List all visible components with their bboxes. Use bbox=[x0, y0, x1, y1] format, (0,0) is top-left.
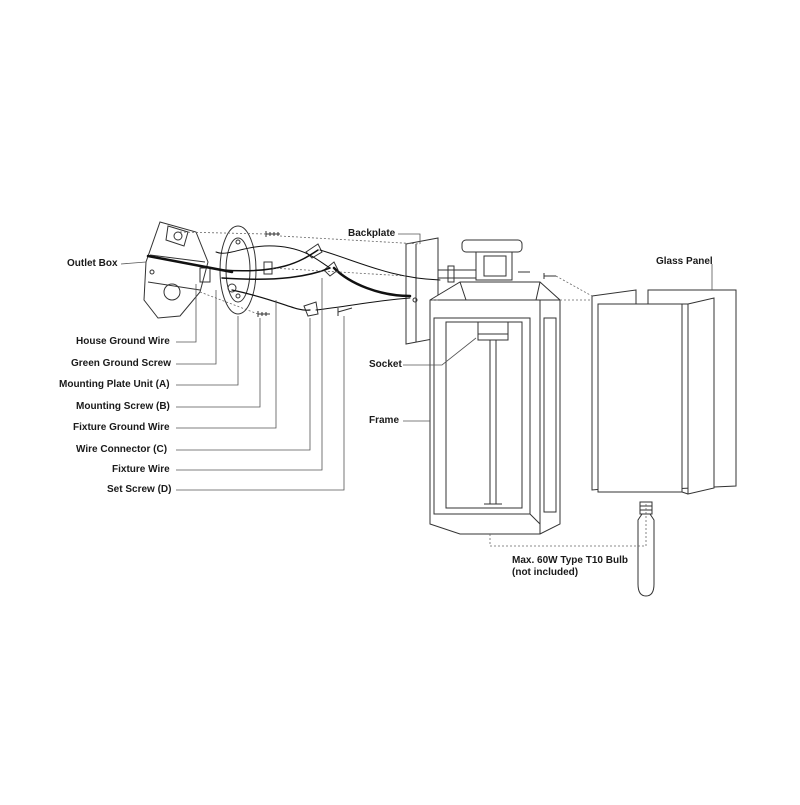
set-screw bbox=[337, 307, 353, 316]
wires bbox=[146, 245, 441, 311]
label-frame: Frame bbox=[369, 415, 400, 426]
label-fixture-ground-wire: Fixture Ground Wire bbox=[73, 422, 170, 433]
fixture-wire-white bbox=[319, 249, 441, 281]
wire-connector-2 bbox=[323, 261, 339, 277]
wire-lead-2 bbox=[221, 267, 331, 280]
label-fixture-wire: Fixture Wire bbox=[112, 464, 170, 475]
alignment-lines bbox=[179, 231, 647, 547]
label-glass-panel: Glass Panel bbox=[656, 256, 713, 267]
outlet-wire-loop bbox=[215, 245, 331, 269]
wire-connector-3 bbox=[303, 301, 319, 317]
house-wire-black bbox=[146, 254, 234, 274]
label-house-ground-wire: House Ground Wire bbox=[76, 336, 170, 347]
label-green-ground-screw: Green Ground Screw bbox=[71, 358, 172, 369]
glass-panel-assembly bbox=[591, 289, 737, 495]
label-set-screw: Set Screw (D) bbox=[107, 484, 172, 495]
wire-connector-1 bbox=[305, 243, 323, 259]
label-backplate: Backplate bbox=[348, 228, 396, 239]
wire-lead-1 bbox=[221, 249, 319, 272]
label-bulb-line2: (not included) bbox=[512, 567, 579, 578]
mounting-screw-bottom bbox=[257, 311, 270, 317]
label-bulb-line1: Max. 60W Type T10 Bulb bbox=[512, 555, 628, 566]
fixture-ground-wire-path bbox=[315, 297, 411, 311]
socket bbox=[477, 321, 509, 505]
fixture-wire-black bbox=[332, 266, 412, 298]
label-socket: Socket bbox=[369, 359, 402, 370]
lantern-frame bbox=[429, 281, 561, 535]
label-mounting-screw: Mounting Screw (B) bbox=[76, 401, 170, 412]
leader-lines bbox=[120, 233, 713, 491]
mounting-screw-top bbox=[265, 231, 280, 237]
house-ground-wire-path bbox=[231, 289, 311, 311]
outlet-box bbox=[143, 221, 211, 319]
label-outlet-box: Outlet Box bbox=[67, 258, 118, 269]
label-wire-connector: Wire Connector (C) bbox=[76, 444, 168, 455]
label-mounting-plate-unit: Mounting Plate Unit (A) bbox=[59, 379, 170, 390]
lantern-cap bbox=[438, 239, 556, 283]
